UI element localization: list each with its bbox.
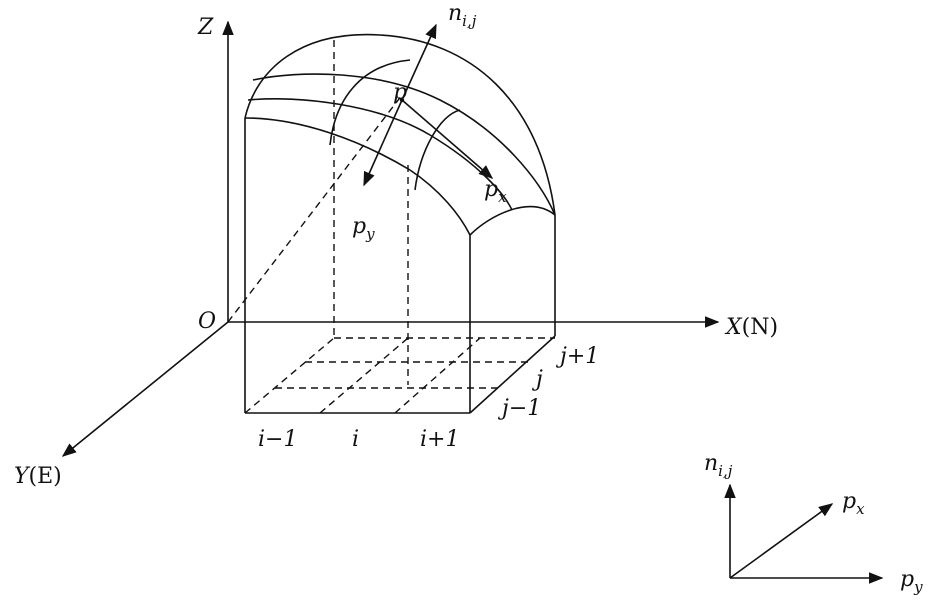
- grid-i-label: i: [352, 427, 359, 452]
- px-vector-label: px: [484, 177, 507, 206]
- grid-right-edge: [469, 335, 556, 414]
- frame-normal-label: ni,j: [704, 451, 733, 480]
- surface-right-edge: [469, 205, 556, 236]
- surface-top-edge: [244, 33, 556, 216]
- surface-curve-2: [247, 97, 513, 211]
- axes: [61, 20, 720, 457]
- curved-surface: [244, 33, 556, 413]
- normal-vector: [401, 23, 437, 101]
- grid-diag-3: [394, 337, 481, 414]
- py-vector: [363, 99, 403, 187]
- py-vector-label: py: [352, 214, 375, 243]
- normal-vector-label: ni,j: [448, 1, 477, 30]
- grid-diag-1: [244, 337, 335, 414]
- y-axis: [61, 321, 229, 457]
- surface-front-edge: [244, 117, 471, 236]
- frame-px-axis: [729, 503, 834, 579]
- projection-lines: [227, 40, 409, 385]
- grid-diag-2: [319, 337, 409, 414]
- z-axis-label: Z: [197, 15, 214, 40]
- grid-i-minus-1-label: i−1: [258, 427, 297, 452]
- frame-px-label: px: [842, 489, 865, 518]
- frame-py-label: py: [900, 567, 923, 596]
- grid-i-plus-1-label: i+1: [420, 427, 459, 452]
- px-vector: [401, 99, 494, 179]
- origin-label: O: [198, 309, 216, 334]
- grid-j-label: j: [531, 367, 543, 392]
- grid-j-minus-1-label: j−1: [497, 396, 541, 421]
- surface-transverse-2: [414, 109, 461, 191]
- surface-transverse-1: [329, 59, 411, 146]
- local-frame: [724, 483, 884, 584]
- surface-vectors: [363, 23, 494, 187]
- base-grid: [244, 335, 556, 414]
- grid-j-plus-1-label: j+1: [555, 344, 599, 369]
- surface-curve-1: [252, 73, 556, 216]
- x-axis-label: X(N): [724, 315, 778, 340]
- point-p-label: p: [393, 80, 407, 105]
- y-axis-label: Y(E): [14, 464, 62, 489]
